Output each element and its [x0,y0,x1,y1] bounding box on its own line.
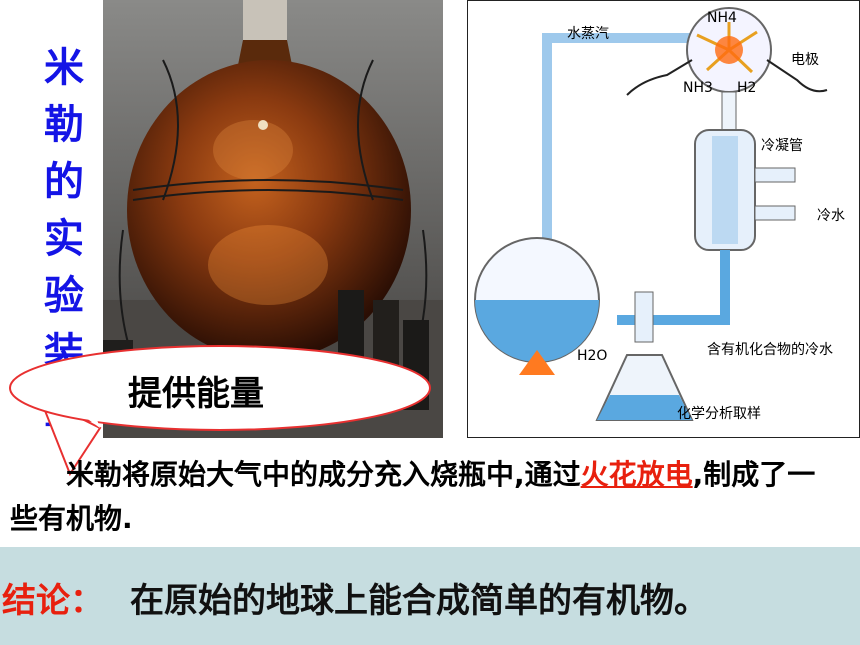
label-nh3: NH3 [683,80,713,96]
conclusion-band: 结论： 在原始的地球上能合成简单的有机物。 [0,547,860,645]
title-char: 的 [44,159,84,205]
label-condenser: 冷凝管 [761,138,803,154]
callout-text: 提供能量 [128,374,264,414]
miller-apparatus-diagram: 水蒸汽 NH4 NH3 H2 电极 冷凝管 冷水 H2O 含有机化合物的冷水 化… [466,0,860,439]
conclusion-label: 结论： [2,581,104,621]
title-char: 米 [44,45,84,91]
label-h2: H2 [737,80,756,96]
conclusion-text: 在原始的地球上能合成简单的有机物。 [130,581,708,621]
label-organic-water: 含有机化合物的冷水 [707,342,833,358]
description-part1: 米勒将原始大气中的成分充入烧瓶中,通过 [66,458,581,491]
title-char: 验 [44,273,84,319]
label-nh4: NH4 [707,10,737,26]
label-h2o: H2O [577,348,607,364]
description-part2: ,制成了一些有机物. [10,458,816,535]
label-cold-water: 冷水 [817,208,845,224]
vertical-title: 米 勒 的 实 验 装 置 [36,40,92,439]
label-steam: 水蒸汽 [567,26,609,42]
description-highlight: 火花放电 [580,458,693,491]
callout-bubble [9,345,431,477]
label-sampling: 化学分析取样 [677,406,761,422]
title-char: 实 [44,216,84,262]
description-text: 米勒将原始大气中的成分充入烧瓶中,通过火花放电,制成了一些有机物. [10,453,830,541]
title-char: 勒 [44,102,84,148]
label-electrode: 电极 [791,52,819,68]
